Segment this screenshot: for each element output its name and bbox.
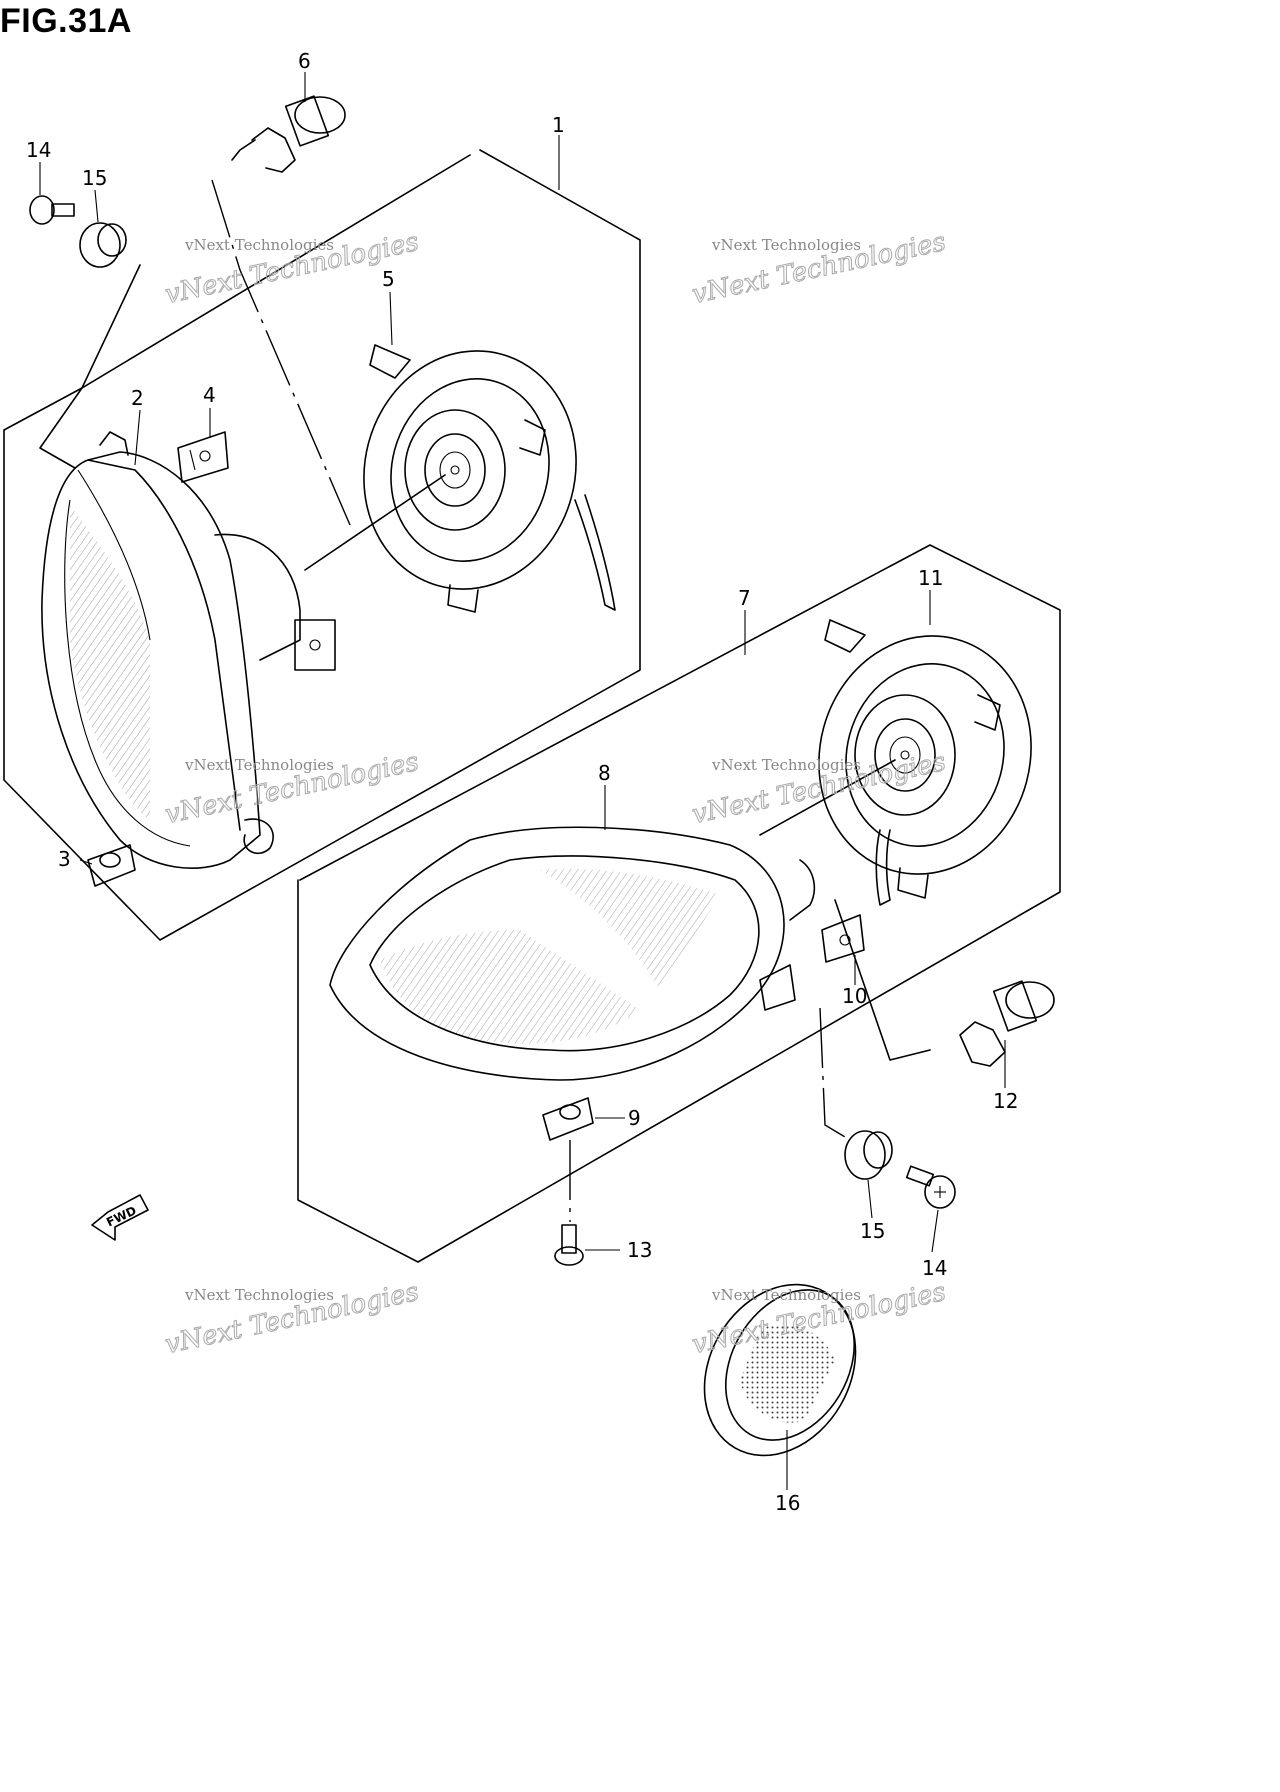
nut-3 — [87, 844, 136, 887]
reflector-16 — [703, 1283, 857, 1457]
socket-cover-5 — [304, 344, 616, 613]
assembly-1-frame — [3, 149, 641, 941]
watermark-top-right: vNext Technologies vNext Technologies — [689, 226, 949, 310]
screw-13 — [554, 1224, 584, 1266]
fwd-arrow-icon: FWD — [91, 1194, 149, 1241]
fwd-label: FWD — [104, 1203, 138, 1229]
callout-5: 5 — [382, 267, 395, 291]
watermark-text: vNext Technologies — [184, 756, 334, 774]
callout-9: 9 — [628, 1106, 641, 1130]
headlight-housing-2 — [41, 431, 336, 869]
watermark-text: vNext Technologies — [184, 1286, 334, 1304]
socket-cover-11 — [759, 619, 1032, 906]
headlight-lens-8 — [329, 826, 816, 1081]
leader-15-top — [39, 264, 141, 469]
callout-6: 6 — [298, 49, 311, 73]
callout-3: 3 — [58, 847, 71, 871]
clip-4 — [177, 431, 229, 483]
leader-6-dash — [211, 179, 351, 526]
callout-2: 2 — [131, 386, 144, 410]
watermark-text: vNext Technologies — [711, 236, 861, 254]
callout-1: 1 — [552, 113, 565, 137]
callout-15-bottom: 15 — [860, 1219, 885, 1243]
callout-7: 7 — [738, 586, 751, 610]
watermark-text: vNext Technologies — [711, 1286, 861, 1304]
clip-10 — [821, 914, 865, 963]
watermark-mid-left: vNext Technologies vNext Technologies — [162, 746, 422, 830]
leader-12-frame — [834, 899, 931, 1061]
callout-13: 13 — [627, 1238, 652, 1262]
watermark-bottom-left: vNext Technologies vNext Technologies — [162, 1276, 422, 1360]
watermark-mid-right: vNext Technologies vNext Technologies — [689, 746, 949, 830]
watermark-text: vNext Technologies — [711, 756, 861, 774]
callout-12: 12 — [993, 1089, 1018, 1113]
grommet-15-bottom — [844, 1130, 893, 1180]
callout-11: 11 — [918, 566, 943, 590]
callout-labels: 1 2 3 4 5 6 7 8 9 10 11 12 13 14 15 14 1… — [26, 49, 1018, 1515]
bulb-6 — [231, 95, 346, 173]
callout-10: 10 — [842, 984, 867, 1008]
bulb-12 — [959, 980, 1055, 1067]
figure-title: FIG.31A — [0, 2, 132, 40]
screw-14-top — [29, 195, 75, 225]
callout-14-bottom: 14 — [922, 1256, 947, 1280]
callout-16: 16 — [775, 1491, 800, 1515]
nut-9 — [542, 1097, 594, 1141]
assembly-7-frame — [297, 544, 1061, 1263]
grommet-15-top — [79, 222, 127, 268]
callout-8: 8 — [598, 761, 611, 785]
callout-14-top: 14 — [26, 138, 51, 162]
leader-15-bottom-dash — [819, 1007, 851, 1141]
callout-15-top: 15 — [82, 166, 107, 190]
screw-14-bottom — [905, 1165, 956, 1209]
callout-leaders — [39, 72, 1006, 1490]
watermark-text: vNext Technologies — [184, 236, 334, 254]
callout-4: 4 — [203, 383, 216, 407]
